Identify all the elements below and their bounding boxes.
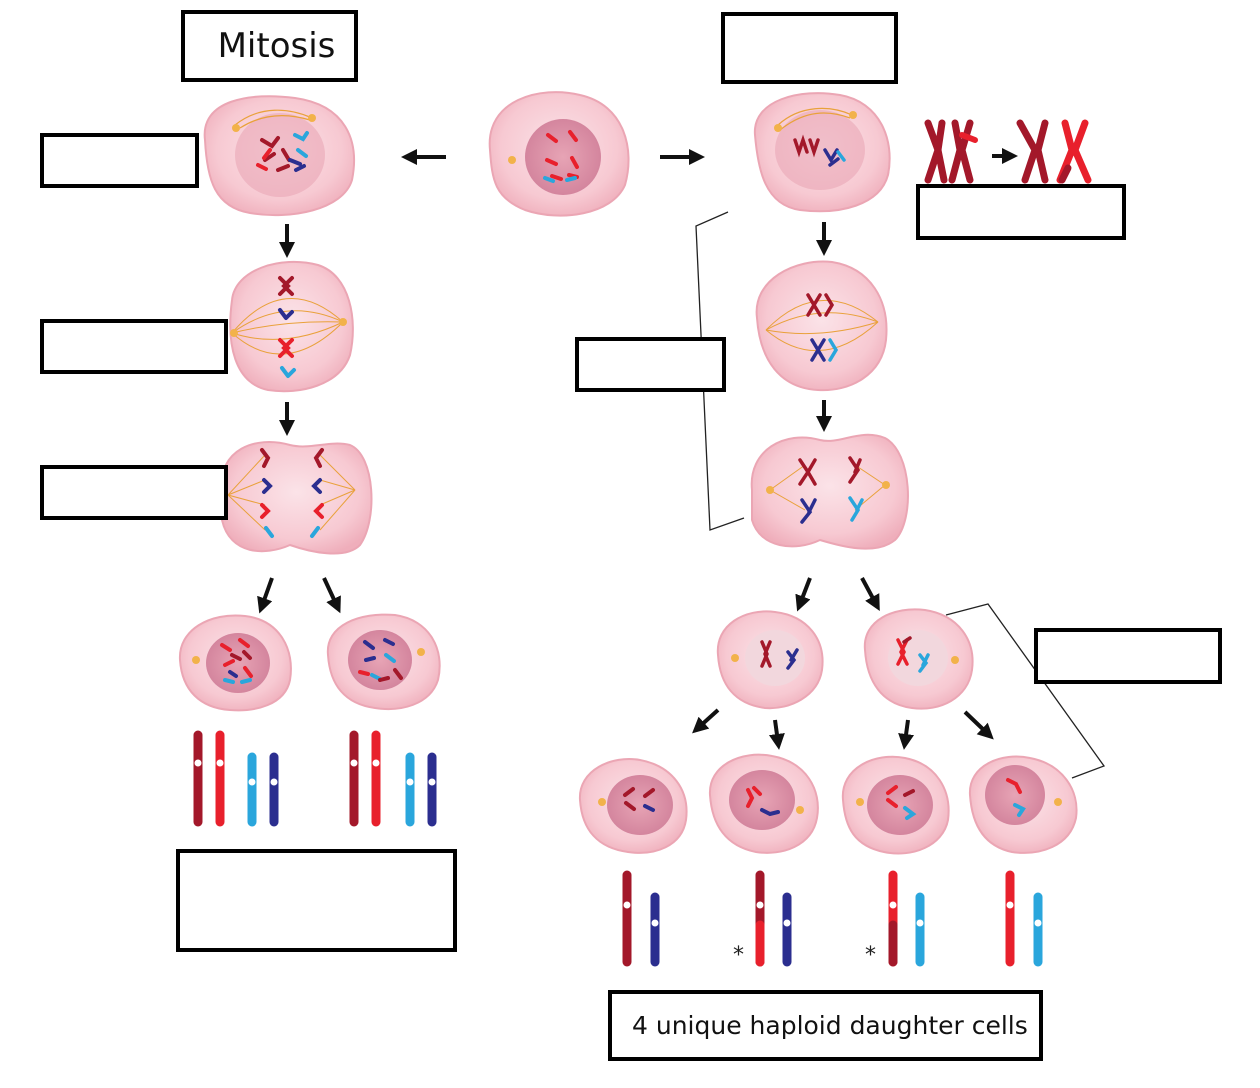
meiosis-result-label: 4 unique haploid daughter cells [632,1011,1028,1040]
centrosome-icon [856,798,864,806]
mitosis-title: Mitosis [217,26,336,66]
centrosome-icon [230,329,238,337]
centrosome-icon [417,648,425,656]
arrow-icon [322,577,341,614]
cells [178,91,1092,855]
meiosis-centromeres [623,901,1042,927]
mitosis-prophase-cell [203,95,356,217]
centrosome-icon [882,481,890,489]
meiosis-prophase-cell [753,92,891,213]
centrosome-icon [849,111,857,119]
centrosome-icon [192,656,200,664]
mitosis-result-label-box[interactable] [176,849,457,952]
meiosis-II-cell [863,608,974,710]
centrosome-icon [731,654,739,662]
meiosis-anaphase-I-cell [750,433,909,550]
arrow-icon [257,577,274,614]
centrosome-icon [951,656,959,664]
mitosis-anaphase-label-box[interactable] [40,465,228,520]
meiosis-I-label-box[interactable] [575,337,726,392]
meiosis-chromosome-bars [622,870,1043,967]
meiosis-title-box[interactable] [721,12,898,84]
centrosome-icon [339,318,347,326]
centrosome-icon [232,124,240,132]
meiosis-metaphase-I-cell [755,260,888,392]
crossover-marker: * [733,943,744,968]
mitosis-prophase-label-box[interactable] [40,133,199,188]
centrosome-icon [796,806,804,814]
arrow-icon [898,719,915,750]
haploid-cell [841,755,950,855]
arrow-icon [768,719,785,750]
mitosis-chromosome-bars [193,730,437,827]
haploid-cell [968,755,1078,854]
haploid-cell [578,758,688,854]
arrow-icon [692,708,720,734]
centrosome-icon [308,114,316,122]
mitosis-anaphase-cell [220,441,373,555]
arrow-icon [795,577,812,612]
centrosome-icon [766,486,774,494]
meiosis-result-box: 4 unique haploid daughter cells [608,990,1043,1061]
meiosis-II-label-box[interactable] [1034,628,1222,684]
centrosome-icon [774,124,782,132]
mitosis-title-box: Mitosis [181,10,358,82]
meiosis-II-cell [716,610,824,710]
arrow-icon [860,577,880,612]
mitosis-metaphase-cell [229,260,354,393]
crossing-over-label-box[interactable] [916,184,1126,240]
centrosome-icon [1054,798,1062,806]
mitosis-daughter-cell [326,613,441,711]
mitosis-daughter-cell [178,614,292,712]
mitosis-centromeres [194,759,436,786]
arrow-icon [963,710,994,740]
haploid-cell [708,753,819,854]
centrosome-icon [598,798,606,806]
centrosome-icon [508,156,516,164]
arrows [257,149,994,750]
crossing-over-illustration [924,119,1092,184]
crossover-marker: * [865,943,876,968]
parent-cell [488,91,630,217]
meiosis-II-bracket [945,603,1106,779]
mitosis-metaphase-label-box[interactable] [40,319,228,374]
